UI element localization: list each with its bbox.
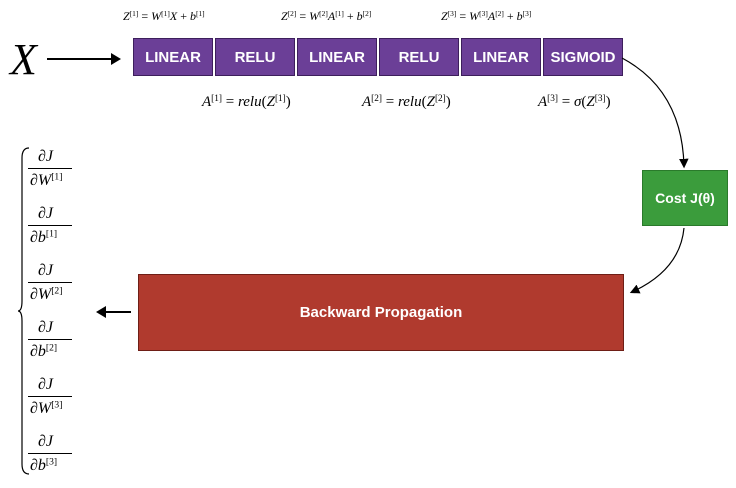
equation-a1: A[1] = relu(Z[1]) bbox=[202, 93, 291, 110]
cost-function-box: Cost J(θ) bbox=[642, 170, 728, 226]
layer-relu-1: RELU bbox=[215, 38, 295, 76]
gradient-dw1: ∂J ∂W[1] bbox=[28, 146, 84, 203]
equation-z2: Z[2] = W[2]A[1] + b[2] bbox=[281, 8, 372, 23]
equation-z3: Z[3] = W[3]A[2] + b[3] bbox=[441, 8, 532, 23]
layer-linear-2: LINEAR bbox=[297, 38, 377, 76]
input-arrow bbox=[47, 53, 121, 65]
sigmoid-to-cost-arrow bbox=[621, 57, 689, 169]
gradient-db2: ∂J ∂b[2] bbox=[28, 317, 84, 374]
cost-to-backward-arrow bbox=[629, 227, 685, 294]
equation-a2: A[2] = relu(Z[2]) bbox=[362, 93, 451, 110]
layer-linear-3: LINEAR bbox=[461, 38, 541, 76]
layer-sigmoid: SIGMOID bbox=[543, 38, 623, 76]
layer-linear-1: LINEAR bbox=[133, 38, 213, 76]
equation-z1: Z[1] = W[1]X + b[1] bbox=[123, 8, 205, 23]
gradient-dw3: ∂J ∂W[3] bbox=[28, 374, 84, 431]
gradients-list: ∂J ∂W[1] ∂J ∂b[1] ∂J ∂W[2] ∂J ∂b[2] ∂J ∂… bbox=[28, 146, 84, 488]
forward-propagation-row: LINEAR RELU LINEAR RELU LINEAR SIGMOID bbox=[133, 38, 623, 76]
gradient-dw2: ∂J ∂W[2] bbox=[28, 260, 84, 317]
equation-a3: A[3] = σ(Z[3]) bbox=[538, 93, 611, 110]
backward-output-arrow bbox=[96, 306, 131, 318]
gradients-brace bbox=[18, 147, 30, 475]
gradient-db3: ∂J ∂b[3] bbox=[28, 431, 84, 488]
layer-relu-2: RELU bbox=[379, 38, 459, 76]
input-x-label: X bbox=[10, 35, 37, 84]
gradient-db1: ∂J ∂b[1] bbox=[28, 203, 84, 260]
backward-propagation-box: Backward Propagation bbox=[138, 274, 624, 351]
